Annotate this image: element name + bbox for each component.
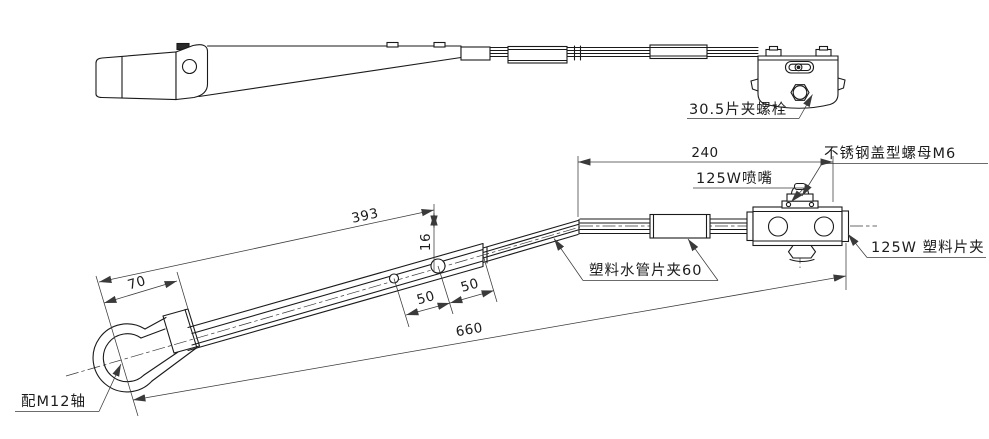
cap-nut-callout: 不锈钢盖型螺母M6 [801,145,988,197]
clip-bolt-circle [792,85,808,100]
callouts: 不锈钢盖型螺母M6 125W喷嘴 125W 塑料片夹 塑料水管片夹60 配M12… [15,145,988,412]
ext-70-right [176,271,189,310]
dim-393 [98,209,435,283]
nozzle-label: 125W喷嘴 [696,170,773,187]
shaft-label: 配M12轴 [21,393,86,410]
pipe-clip-sleeve [649,213,711,239]
top-view: 30.5片夹螺栓 [95,41,846,119]
link-block [460,46,491,61]
nozzle-callout: 125W喷嘴 [693,170,805,203]
blade-clip-head [750,45,846,109]
dim-50-2-text: 50 [459,275,481,295]
arm-rivet-1 [386,41,399,48]
nozzle-assembly [781,182,819,209]
arm-bottom-edge [198,56,462,98]
hex-nut-bottom [787,244,817,263]
ext-50-2 [437,265,454,315]
dim-660 [132,274,847,402]
pivot-hole [181,58,198,75]
clip-bolt-callout: 30.5片夹螺栓 [687,94,813,119]
plastic-clip-label: 125W 塑料片夹 [871,239,985,256]
arm-rivet-2 [433,41,446,48]
pipe-clip-callout: 塑料水管片夹60 [553,238,719,281]
plastic-clip-callout: 125W 塑料片夹 [847,233,986,258]
dim-50-1-text: 50 [415,288,437,308]
wiper-head-back-block [95,51,177,101]
pipe-clip-label: 塑料水管片夹60 [589,262,702,279]
clip-hole-2 [813,216,835,237]
ext-pivot [95,275,139,417]
clip-hole-1 [767,216,789,237]
ext-50-3 [482,254,498,303]
hose-clip-b [649,44,708,60]
dim-16-text: 16 [418,233,434,251]
hose-clip-a [507,45,568,64]
dim-393-text: 393 [350,205,380,226]
clip-ear-right [837,77,846,91]
dim-660-text: 660 [454,320,484,340]
cap-nut-label: 不锈钢盖型螺母M6 [824,145,956,162]
clip-ear-left [750,78,759,92]
axis-centerline-diagonal [65,226,581,377]
clip-bolt-label: 30.5片夹螺栓 [689,101,787,118]
ext-50-1 [393,278,410,328]
dim-240-text: 240 [691,145,718,161]
dimensions: 393 16 70 50 50 240 660 [95,145,847,417]
end-clip-block [746,206,850,247]
hook-head [92,316,198,393]
shaft-callout: 配M12轴 [15,363,122,412]
dim-70-text: 70 [126,273,148,294]
